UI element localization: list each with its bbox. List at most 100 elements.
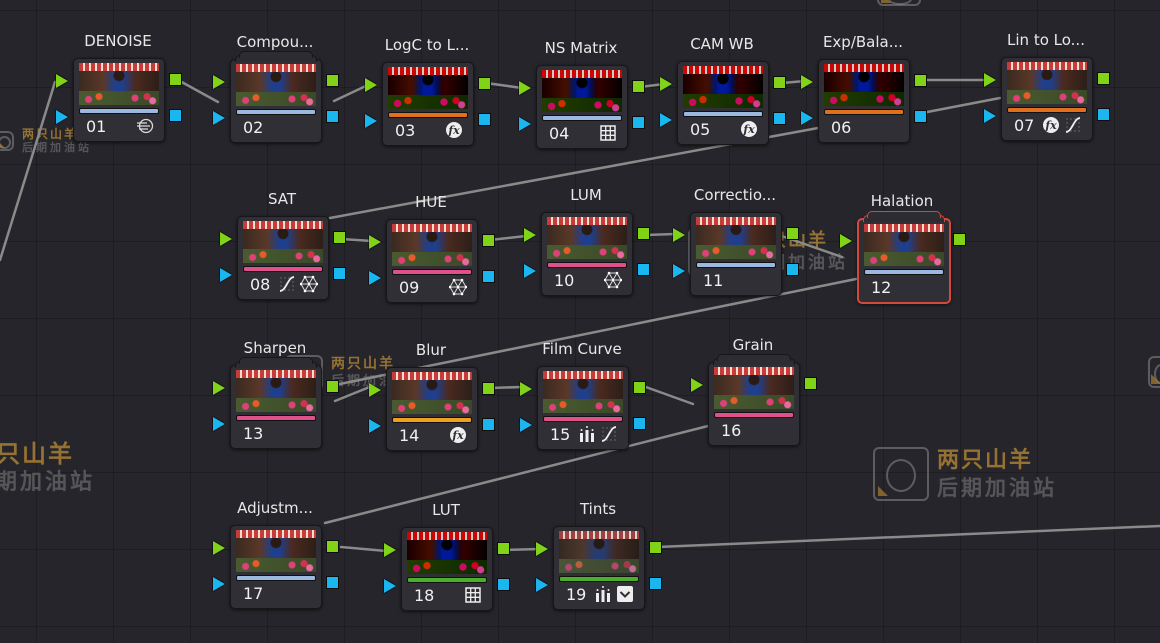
node-body[interactable]: 06 <box>818 59 910 143</box>
key-output-port[interactable] <box>497 578 510 591</box>
rgb-output-port[interactable] <box>649 541 662 554</box>
key-output-port[interactable] <box>786 263 799 276</box>
rgb-input-port[interactable] <box>691 378 703 392</box>
node-body[interactable]: 16 <box>708 354 800 446</box>
rgb-output-port[interactable] <box>1097 72 1110 85</box>
node-label[interactable]: DENOISE <box>84 32 152 50</box>
node-17[interactable]: Adjustm... 17 <box>213 499 339 609</box>
node-body[interactable]: 19 <box>553 526 645 610</box>
rgb-output-port[interactable] <box>637 227 650 240</box>
key-output-port[interactable] <box>649 577 662 590</box>
key-output-port[interactable] <box>637 263 650 276</box>
key-input-port[interactable] <box>524 264 536 278</box>
node-label[interactable]: Adjustm... <box>237 499 313 517</box>
node-body[interactable]: 02 <box>230 51 322 143</box>
rgb-input-port[interactable] <box>520 382 532 396</box>
rgb-input-port[interactable] <box>56 74 68 88</box>
rgb-output-port[interactable] <box>478 77 491 90</box>
rgb-output-port[interactable] <box>326 540 339 553</box>
key-output-port[interactable] <box>478 113 491 126</box>
key-input-port[interactable] <box>519 117 531 131</box>
rgb-output-port[interactable] <box>804 377 817 390</box>
rgb-output-port[interactable] <box>326 74 339 87</box>
node-label[interactable]: Halation <box>870 192 934 210</box>
rgb-input-port[interactable] <box>660 77 672 91</box>
key-input-port[interactable] <box>365 114 377 128</box>
node-11[interactable]: Correctio...11 <box>673 186 799 296</box>
key-output-port[interactable] <box>1097 108 1110 121</box>
key-output-port[interactable] <box>632 116 645 129</box>
node-label[interactable]: LUM <box>570 186 602 204</box>
node-body[interactable]: 13 <box>230 357 322 449</box>
key-input-port[interactable] <box>213 577 225 591</box>
key-input-port[interactable] <box>536 578 548 592</box>
key-input-port[interactable] <box>369 271 381 285</box>
rgb-input-port[interactable] <box>801 75 813 89</box>
rgb-input-port[interactable] <box>369 235 381 249</box>
node-body[interactable]: 10 <box>541 212 633 296</box>
key-output-port[interactable] <box>326 110 339 123</box>
node-label[interactable]: SAT <box>267 190 297 208</box>
key-output-port[interactable] <box>482 270 495 283</box>
node-body[interactable]: 01 <box>73 58 165 142</box>
node-body[interactable]: 18 <box>401 527 493 611</box>
rgb-output-port[interactable] <box>482 382 495 395</box>
rgb-input-port[interactable] <box>840 234 852 248</box>
node-label[interactable]: CAM WB <box>690 35 754 53</box>
key-input-port[interactable] <box>213 417 225 431</box>
node-label[interactable]: Correctio... <box>693 186 777 204</box>
rgb-output-port[interactable] <box>632 80 645 93</box>
rgb-output-port[interactable] <box>169 73 182 86</box>
node-06[interactable]: Exp/Bala... 06 <box>801 33 927 143</box>
node-label[interactable]: Grain <box>732 336 774 354</box>
node-label[interactable]: HUE <box>415 193 447 211</box>
key-input-port[interactable] <box>801 111 813 125</box>
key-input-port[interactable] <box>384 579 396 593</box>
rgb-input-port[interactable] <box>365 78 377 92</box>
node-label[interactable]: LogC to L... <box>384 36 470 54</box>
key-input-port[interactable] <box>660 113 672 127</box>
node-body[interactable]: 17 <box>230 525 322 609</box>
node-01[interactable]: DENOISE 01 <box>56 32 182 142</box>
node-label[interactable]: Sharpen <box>243 339 307 357</box>
rgb-output-port[interactable] <box>953 233 966 246</box>
rgb-output-port[interactable] <box>482 234 495 247</box>
key-output-port[interactable] <box>326 576 339 589</box>
rgb-output-port[interactable] <box>786 227 799 240</box>
node-label[interactable]: Tints <box>579 500 617 518</box>
key-output-port[interactable] <box>333 267 346 280</box>
rgb-output-port[interactable] <box>333 231 346 244</box>
key-output-port[interactable] <box>169 109 182 122</box>
key-input-port[interactable] <box>673 264 685 278</box>
rgb-input-port[interactable] <box>384 543 396 557</box>
key-input-port[interactable] <box>369 419 381 433</box>
node-label[interactable]: Blur <box>415 341 447 359</box>
key-input-port[interactable] <box>984 109 996 123</box>
key-input-port[interactable] <box>213 111 225 125</box>
node-label[interactable]: Film Curve <box>542 340 622 358</box>
node-label[interactable]: NS Matrix <box>544 39 618 57</box>
node-19[interactable]: Tints 19 <box>536 500 662 610</box>
node-label[interactable]: Lin to Lo... <box>1007 31 1085 49</box>
key-output-port[interactable] <box>482 418 495 431</box>
node-label[interactable]: Exp/Bala... <box>822 33 904 51</box>
rgb-input-port[interactable] <box>536 542 548 556</box>
rgb-output-port[interactable] <box>914 74 927 87</box>
node-body[interactable]: 12 <box>857 211 951 304</box>
node-label[interactable]: Compou... <box>236 33 314 51</box>
key-input-port[interactable] <box>520 418 532 432</box>
rgb-output-port[interactable] <box>633 381 646 394</box>
